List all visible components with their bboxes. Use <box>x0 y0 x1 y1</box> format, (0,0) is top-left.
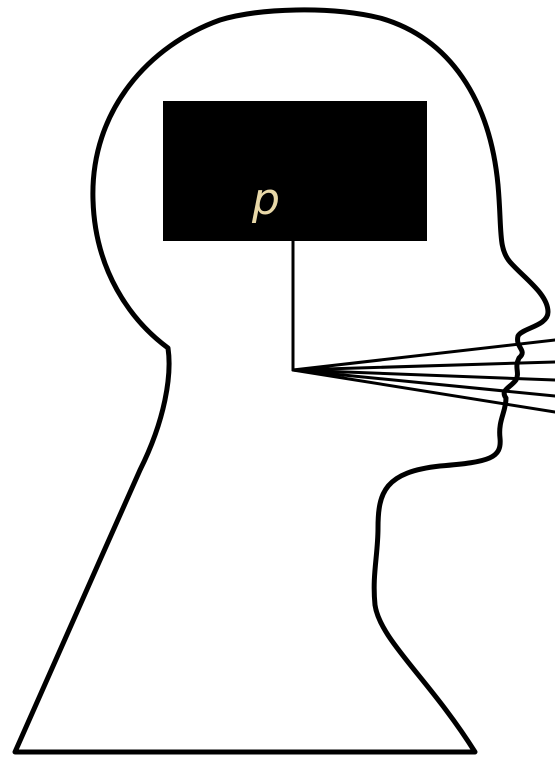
thought-label: p <box>251 174 280 225</box>
thought-box <box>163 101 427 241</box>
